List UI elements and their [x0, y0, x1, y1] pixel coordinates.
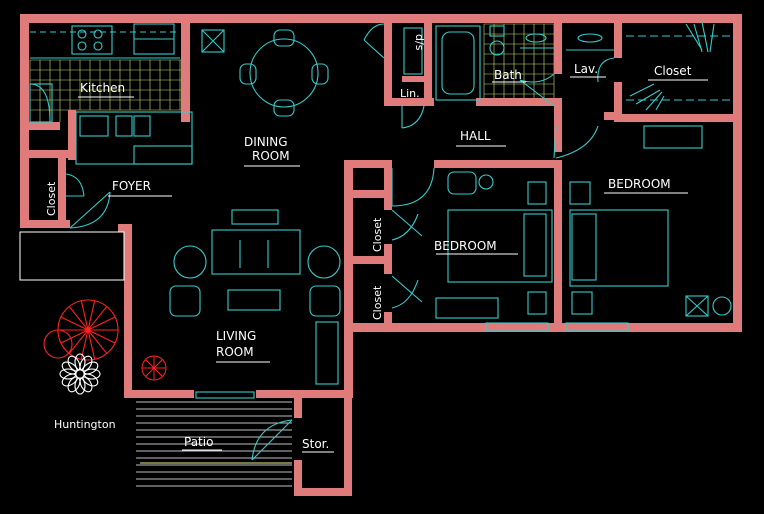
fixtures — [29, 21, 733, 461]
living-room-label-2: ROOM — [216, 345, 254, 359]
bath-label: Bath — [494, 68, 522, 82]
linen-label: Lin. — [400, 87, 420, 100]
sofa — [211, 229, 301, 275]
living-room-label-1: LIVING — [216, 329, 256, 343]
kitchen-label: Kitchen — [80, 81, 125, 95]
bed-middle — [447, 209, 553, 283]
stove — [71, 25, 113, 55]
middle-closet-1-label: Closet — [371, 217, 384, 252]
foyer-closet-label: Closet — [45, 181, 58, 216]
hall-label: HALL — [460, 129, 491, 143]
master-bedroom-label: BEDROOM — [608, 177, 671, 191]
storage-label: Stor. — [302, 437, 329, 451]
patio-deck-lines — [136, 401, 292, 487]
middle-bedroom-label: BEDROOM — [434, 239, 497, 253]
dining-room-label-2: ROOM — [252, 149, 290, 163]
entry-porch — [19, 231, 125, 281]
coffee-table — [227, 289, 281, 311]
dining-room-label-1: DINING — [244, 135, 288, 149]
label-underlines — [78, 76, 708, 453]
landscape-small-tree — [141, 355, 167, 381]
patio-label: Patio — [184, 435, 213, 449]
foyer-label: FOYER — [112, 179, 151, 193]
landscape-tree — [43, 299, 119, 361]
landscape-shrub — [59, 353, 101, 395]
lav-label: Lav. — [574, 62, 598, 76]
walls — [20, 14, 742, 496]
plan-name: Huntington — [54, 418, 116, 431]
bed-master — [569, 209, 669, 287]
dining-table — [249, 38, 319, 108]
master-closet-label: Closet — [654, 64, 692, 78]
bathtub — [435, 25, 481, 101]
middle-closet-2-label: Closet — [371, 285, 384, 320]
dishwasher-label: d/s — [413, 34, 426, 51]
